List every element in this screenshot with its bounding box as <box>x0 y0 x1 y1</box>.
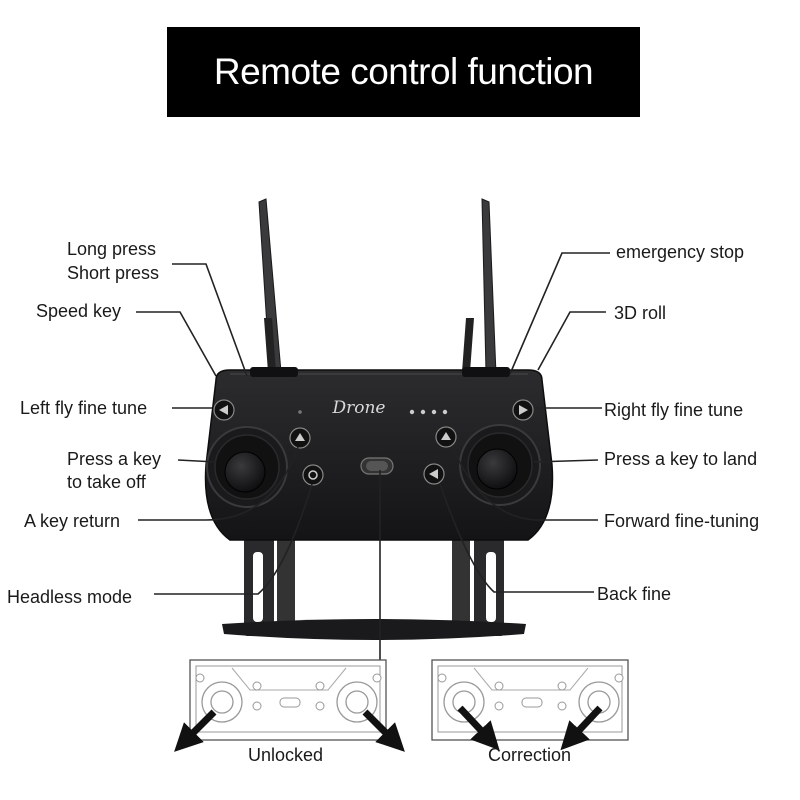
label-long-press: Long press <box>67 239 157 259</box>
controller-stand <box>222 538 526 640</box>
power-switch[interactable] <box>360 457 394 475</box>
correction-diagram <box>431 659 629 751</box>
label-press-key-land: Press a key to land <box>604 449 758 469</box>
label-a-key-return: A key return <box>24 511 121 531</box>
back-fine-button[interactable] <box>423 463 445 485</box>
remote-controller <box>204 367 554 541</box>
label-forward-fine-tuning: Forward fine-tuning <box>604 511 760 531</box>
page-title: Remote control function <box>213 51 594 92</box>
right-fine-tune-button[interactable] <box>512 399 534 421</box>
left-fine-tune-button[interactable] <box>213 399 235 421</box>
title-banner: Remote control function <box>167 27 640 117</box>
label-right-fly-fine-tune: Right fly fine tune <box>604 400 744 420</box>
unlocked-diagram <box>174 659 405 752</box>
label-headless-mode: Headless mode <box>7 587 133 607</box>
label-speed-key: Speed key <box>36 301 122 321</box>
label-3d-roll: 3D roll <box>614 303 667 323</box>
antennas <box>258 198 497 375</box>
status-leds <box>298 409 448 415</box>
label-press-key-take-off-line2: to take off <box>67 472 146 492</box>
label-left-fly-fine-tune: Left fly fine tune <box>20 398 148 418</box>
left-stick[interactable] <box>206 426 288 508</box>
take-off-button[interactable] <box>289 427 311 449</box>
forward-fine-button[interactable] <box>435 426 457 448</box>
right-stick[interactable] <box>459 424 541 506</box>
label-back-fine: Back fine <box>597 584 672 604</box>
label-press-key-take-off-line1: Press a key <box>67 449 162 469</box>
caption-unlocked: Unlocked <box>248 745 324 765</box>
leader-lines <box>136 252 610 666</box>
label-short-press: Short press <box>67 263 160 283</box>
caption-correction: Correction <box>488 745 572 765</box>
brand-logo: Drone <box>331 398 385 418</box>
label-emergency-stop: emergency stop <box>616 242 745 262</box>
headless-mode-button[interactable] <box>302 464 324 486</box>
